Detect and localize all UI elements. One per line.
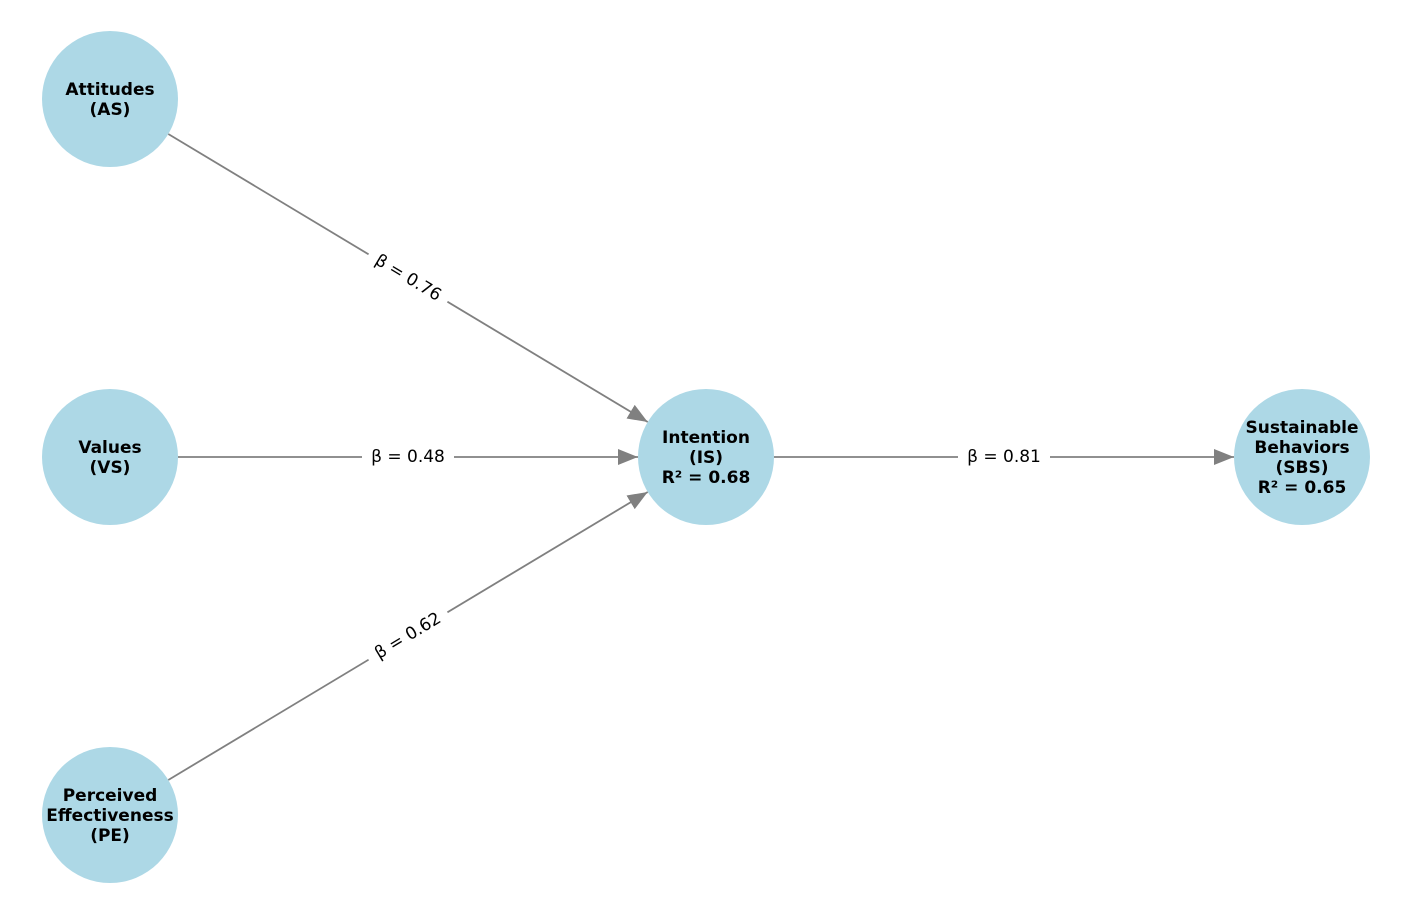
edge-label-group: β = 0.76 xyxy=(362,244,454,312)
node-label-line: Behaviors xyxy=(1254,438,1349,458)
edge-label-pe-is: β = 0.62 xyxy=(371,608,445,663)
node-label-line: Values xyxy=(78,438,141,458)
edge-label-background xyxy=(362,446,454,468)
node-label-line: (PE) xyxy=(90,826,130,846)
edge-label-background xyxy=(362,602,454,670)
edge-label-group: β = 0.81 xyxy=(958,446,1050,468)
node-label-line: Effectiveness xyxy=(46,806,173,826)
node-label-line: Attitudes xyxy=(65,80,154,100)
node-label-line: (VS) xyxy=(90,458,131,478)
node-label-line: (AS) xyxy=(90,100,131,120)
node-label-line: (SBS) xyxy=(1276,458,1329,478)
node-label-line: Sustainable xyxy=(1246,418,1359,438)
edge-label-group: β = 0.62 xyxy=(362,602,454,670)
edge-label-vs-is: β = 0.48 xyxy=(371,447,445,467)
node-label-line: R² = 0.68 xyxy=(662,468,751,488)
edge-label-group: β = 0.48 xyxy=(362,446,454,468)
edge-label-background xyxy=(958,446,1050,468)
node-label-line: R² = 0.65 xyxy=(1258,478,1347,498)
node-circle xyxy=(42,389,178,525)
edge-label-background xyxy=(362,244,454,312)
node-label-line: Intention xyxy=(662,428,750,448)
node-circle xyxy=(1234,389,1370,525)
node-circle xyxy=(638,389,774,525)
node-circle xyxy=(42,31,178,167)
edge-label-as-is: β = 0.76 xyxy=(371,250,445,305)
node-label-line: Perceived xyxy=(63,786,158,806)
node-is: Intention(IS)R² = 0.68 xyxy=(638,389,774,525)
node-label-line: (IS) xyxy=(689,448,723,468)
edge-label-is-sbs: β = 0.81 xyxy=(967,447,1041,467)
node-circle xyxy=(42,747,178,883)
node-as: Attitudes(AS) xyxy=(42,31,178,167)
node-vs: Values(VS) xyxy=(42,389,178,525)
